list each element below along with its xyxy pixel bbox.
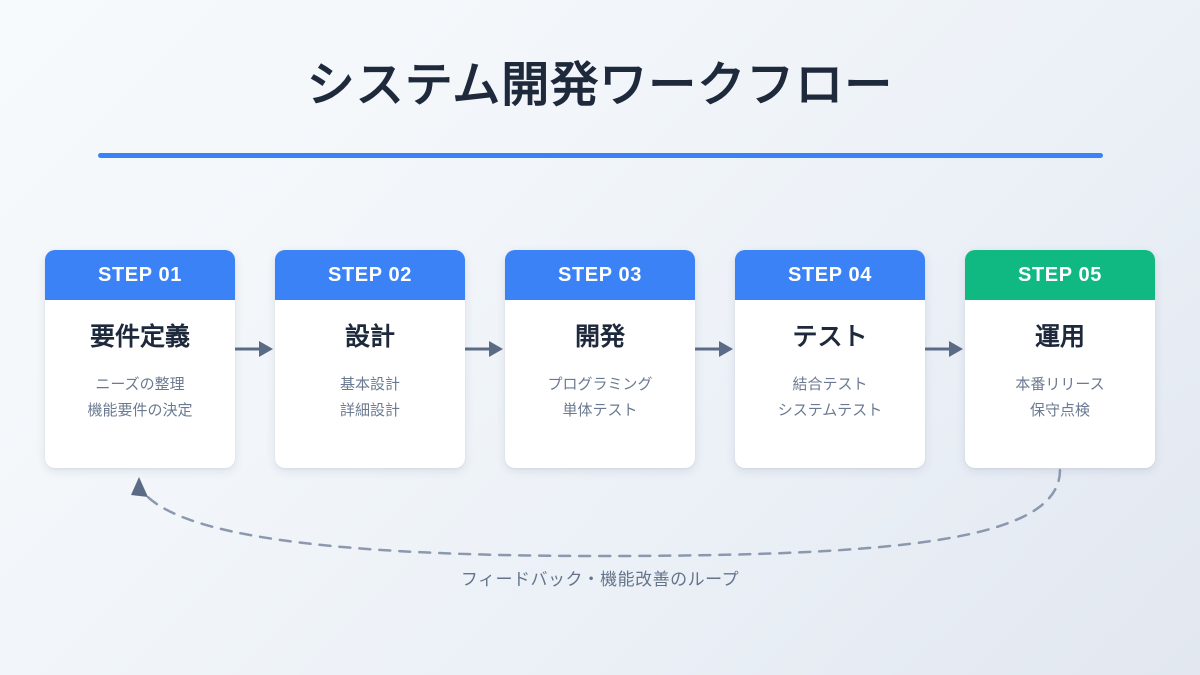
title-block: システム開発ワークフロー	[0, 58, 1200, 113]
arrow-right-icon	[465, 341, 503, 357]
step-card-5[interactable]: STEP 05 運用 本番リリース 保守点検	[965, 250, 1155, 468]
step-desc-1-line1: ニーズの整理	[95, 375, 185, 393]
step-arrow-2	[465, 250, 505, 468]
page-title: システム開発ワークフロー	[306, 59, 894, 112]
arrow-right-icon	[925, 341, 963, 357]
step-desc-2: 基本設計 詳細設計	[340, 372, 400, 425]
step-arrow-3	[695, 250, 735, 468]
step-badge-3: STEP 03	[505, 250, 695, 300]
step-badge-2: STEP 02	[275, 250, 465, 300]
step-badge-1: STEP 01	[45, 250, 235, 300]
arrow-right-icon	[695, 341, 733, 357]
step-arrow-4	[925, 250, 965, 468]
step-body-2: 設計 基本設計 詳細設計	[275, 300, 465, 468]
step-title-2: 設計	[344, 323, 395, 351]
step-desc-1-line2: 機能要件の決定	[87, 401, 193, 419]
loop-dashed-line	[141, 468, 1062, 558]
step-desc-5-line1: 本番リリース	[1015, 375, 1105, 393]
title-underline-rule	[98, 153, 1103, 158]
step-body-1: 要件定義 ニーズの整理 機能要件の決定	[45, 300, 235, 468]
step-desc-3-line2: 単体テスト	[562, 401, 638, 419]
step-desc-5-line2: 保守点検	[1029, 401, 1090, 419]
step-desc-4-line2: システムテスト	[777, 401, 883, 419]
step-title-4: テスト	[792, 323, 868, 351]
step-title-5: 運用	[1034, 323, 1085, 351]
step-badge-5: STEP 05	[965, 250, 1155, 300]
step-desc-3: プログラミング 単体テスト	[547, 372, 652, 425]
step-card-3[interactable]: STEP 03 開発 プログラミング 単体テスト	[505, 250, 695, 468]
loop-caption: フィードバック・機能改善のループ	[460, 570, 740, 589]
step-arrow-1	[235, 250, 275, 468]
step-desc-5: 本番リリース 保守点検	[1015, 372, 1104, 425]
step-desc-2-line1: 基本設計	[339, 375, 400, 393]
step-desc-1: ニーズの整理 機能要件の決定	[87, 372, 192, 425]
step-title-3: 開発	[574, 323, 625, 351]
step-card-4[interactable]: STEP 04 テスト 結合テスト システムテスト	[735, 250, 925, 468]
step-badge-4: STEP 04	[735, 250, 925, 300]
step-desc-2-line2: 詳細設計	[339, 401, 400, 419]
step-title-1: 要件定義	[89, 323, 190, 351]
step-body-5: 運用 本番リリース 保守点検	[965, 300, 1155, 468]
loop-arrowhead-icon	[131, 477, 148, 497]
step-desc-4-line1: 結合テスト	[792, 375, 868, 393]
step-desc-3-line1: プログラミング	[547, 375, 653, 393]
step-desc-4: 結合テスト システムテスト	[778, 372, 883, 425]
step-card-1[interactable]: STEP 01 要件定義 ニーズの整理 機能要件の決定	[45, 250, 235, 468]
step-body-4: テスト 結合テスト システムテスト	[735, 300, 925, 468]
workflow-steps-row: STEP 01 要件定義 ニーズの整理 機能要件の決定 STEP 02 設計 基…	[45, 250, 1155, 470]
step-card-2[interactable]: STEP 02 設計 基本設計 詳細設計	[275, 250, 465, 468]
step-body-3: 開発 プログラミング 単体テスト	[505, 300, 695, 468]
arrow-right-icon	[235, 341, 273, 357]
